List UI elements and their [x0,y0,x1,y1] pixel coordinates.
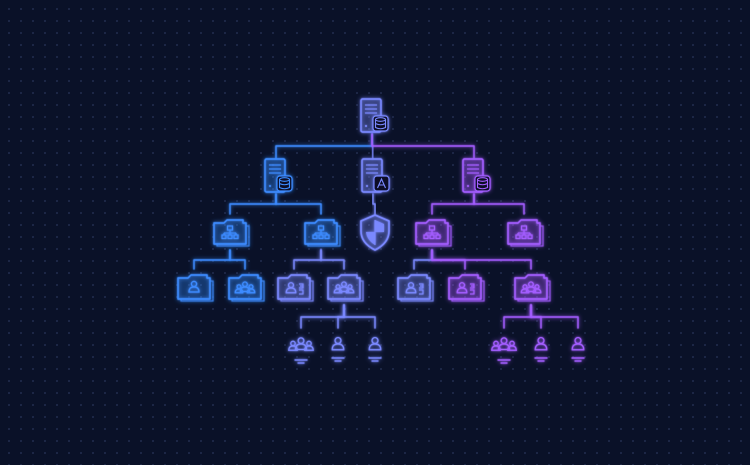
edge-left-server-to-org-folder-1 [229,193,277,215]
user-folder-icon [177,274,214,302]
group-folder-icon [327,274,364,302]
person-icon [534,336,548,362]
edge-root-server-to-right-server [371,133,475,159]
edge-right-server-to-org-folder-3 [431,193,475,215]
edge-group-folder-2-to-person-2 [343,304,376,329]
edge-org-folder-3-to-group-folder-3 [431,249,532,270]
edge-org-folder-2-to-user-key-folder-1 [293,249,322,270]
user-key-folder-icon [448,274,485,302]
edge-org-folder-1-to-user-folder-1 [193,249,231,270]
group-folder-icon [514,274,551,302]
org-folder-icon [415,219,452,247]
edge-group-folder-2-to-person-1 [337,304,345,329]
connector-lines [193,133,579,329]
diagram-nodes [177,98,585,364]
database-server-icon [360,98,389,133]
edge-org-folder-3-to-user-key-folder-2 [413,249,433,270]
edge-left-server-to-org-folder-2 [275,193,322,215]
people-group-icon [491,337,517,364]
edge-org-folder-2-to-group-folder-2 [320,249,345,270]
security-shield-icon [360,214,390,251]
edge-right-server-to-org-folder-4 [473,193,525,215]
person-icon [571,336,585,362]
org-folder-icon [213,219,250,247]
edge-center-server-to-shield [372,193,376,215]
user-key-folder-icon [397,274,434,302]
database-server-icon [264,158,293,193]
user-key-folder-icon [277,274,314,302]
org-folder-icon [304,219,341,247]
edge-group-folder-3-to-person-4 [530,304,579,329]
org-folder-icon [507,219,544,247]
person-icon [368,336,382,362]
auth-server-icon [361,158,390,193]
person-icon [331,336,345,362]
edge-org-folder-1-to-group-folder-1 [229,249,246,270]
people-group-icon [288,337,314,364]
database-server-icon [462,158,491,193]
edge-group-folder-3-to-people-group-2 [503,304,532,329]
edge-root-server-to-left-server [275,133,373,159]
group-folder-icon [228,274,265,302]
